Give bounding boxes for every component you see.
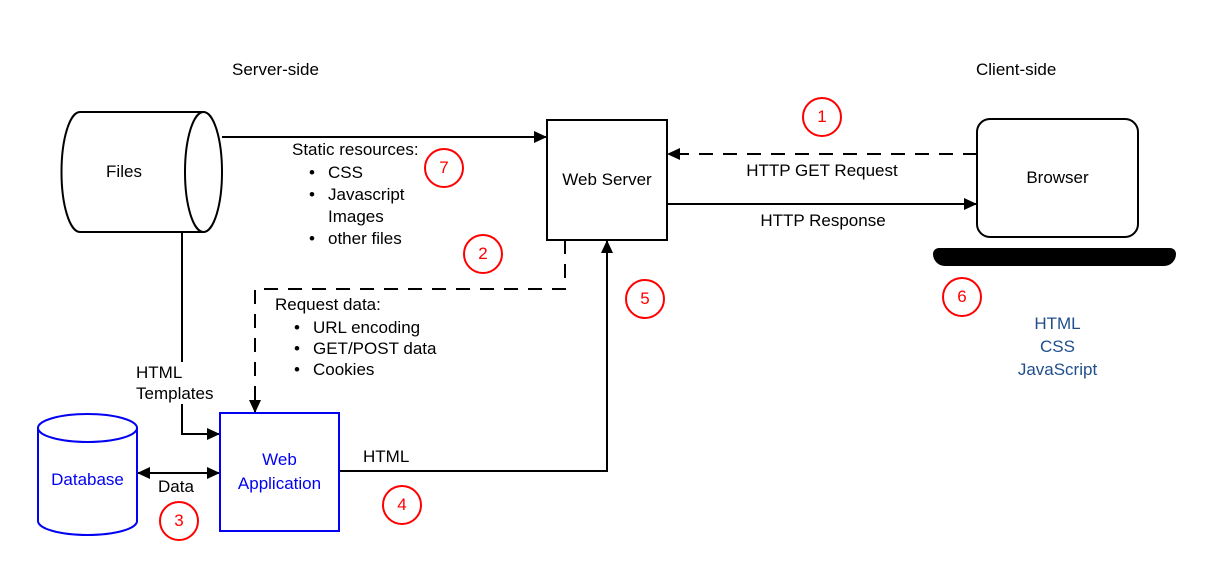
list-item: URL encoding xyxy=(294,317,436,338)
laptop-base-bar xyxy=(933,248,1176,266)
edge-request-data xyxy=(249,240,566,413)
step-circle-7: 7 xyxy=(424,148,464,188)
static-resources-title: Static resources: xyxy=(292,140,419,159)
data-label: Data xyxy=(158,477,194,496)
list-item: other files xyxy=(309,228,419,250)
browser-node xyxy=(976,118,1139,238)
database-cylinder-body xyxy=(37,427,138,536)
html-templates-label: HTML Templates xyxy=(133,362,217,404)
step-circle-4: 4 xyxy=(382,485,422,525)
list-item: CSS xyxy=(309,162,419,184)
static-resources-block: Static resources: CSS Javascript Images … xyxy=(292,139,419,250)
step-circle-6: 6 xyxy=(942,277,982,317)
list-item: Javascript xyxy=(309,184,419,206)
request-data-list: URL encoding GET/POST data Cookies xyxy=(275,317,437,380)
step-circle-5: 5 xyxy=(625,279,665,319)
client-stack-item: CSS xyxy=(1040,337,1075,356)
html-edge-label: HTML xyxy=(363,447,410,466)
step-circle-1: 1 xyxy=(802,97,842,137)
list-item: Images xyxy=(328,207,384,226)
list-item: GET/POST data xyxy=(294,338,437,359)
database-cylinder-rim xyxy=(37,413,138,443)
server-side-label: Server-side xyxy=(232,60,319,79)
client-side-label: Client-side xyxy=(976,60,1057,79)
step-circle-3: 3 xyxy=(159,501,199,541)
files-cylinder-rim xyxy=(184,111,223,233)
edge-html-to-webserver xyxy=(339,240,613,472)
files-cylinder-body xyxy=(60,111,205,233)
edge-html-templates xyxy=(181,232,220,440)
step-circle-2: 2 xyxy=(463,234,503,274)
client-stack-item: HTML xyxy=(1034,314,1081,333)
list-item: Cookies xyxy=(294,359,436,380)
web-server-node xyxy=(546,119,668,241)
request-data-title: Request data: xyxy=(275,295,381,314)
http-get-request-label: HTTP GET Request xyxy=(746,161,898,180)
request-data-block: Request data: URL encoding GET/POST data… xyxy=(275,294,436,380)
client-stack: HTML CSS JavaScript xyxy=(977,312,1138,381)
static-resources-list: CSS Javascript Images other files xyxy=(292,162,419,250)
client-stack-item: JavaScript xyxy=(1017,360,1098,379)
web-application-node xyxy=(219,412,340,532)
http-response-label: HTTP Response xyxy=(760,211,886,230)
